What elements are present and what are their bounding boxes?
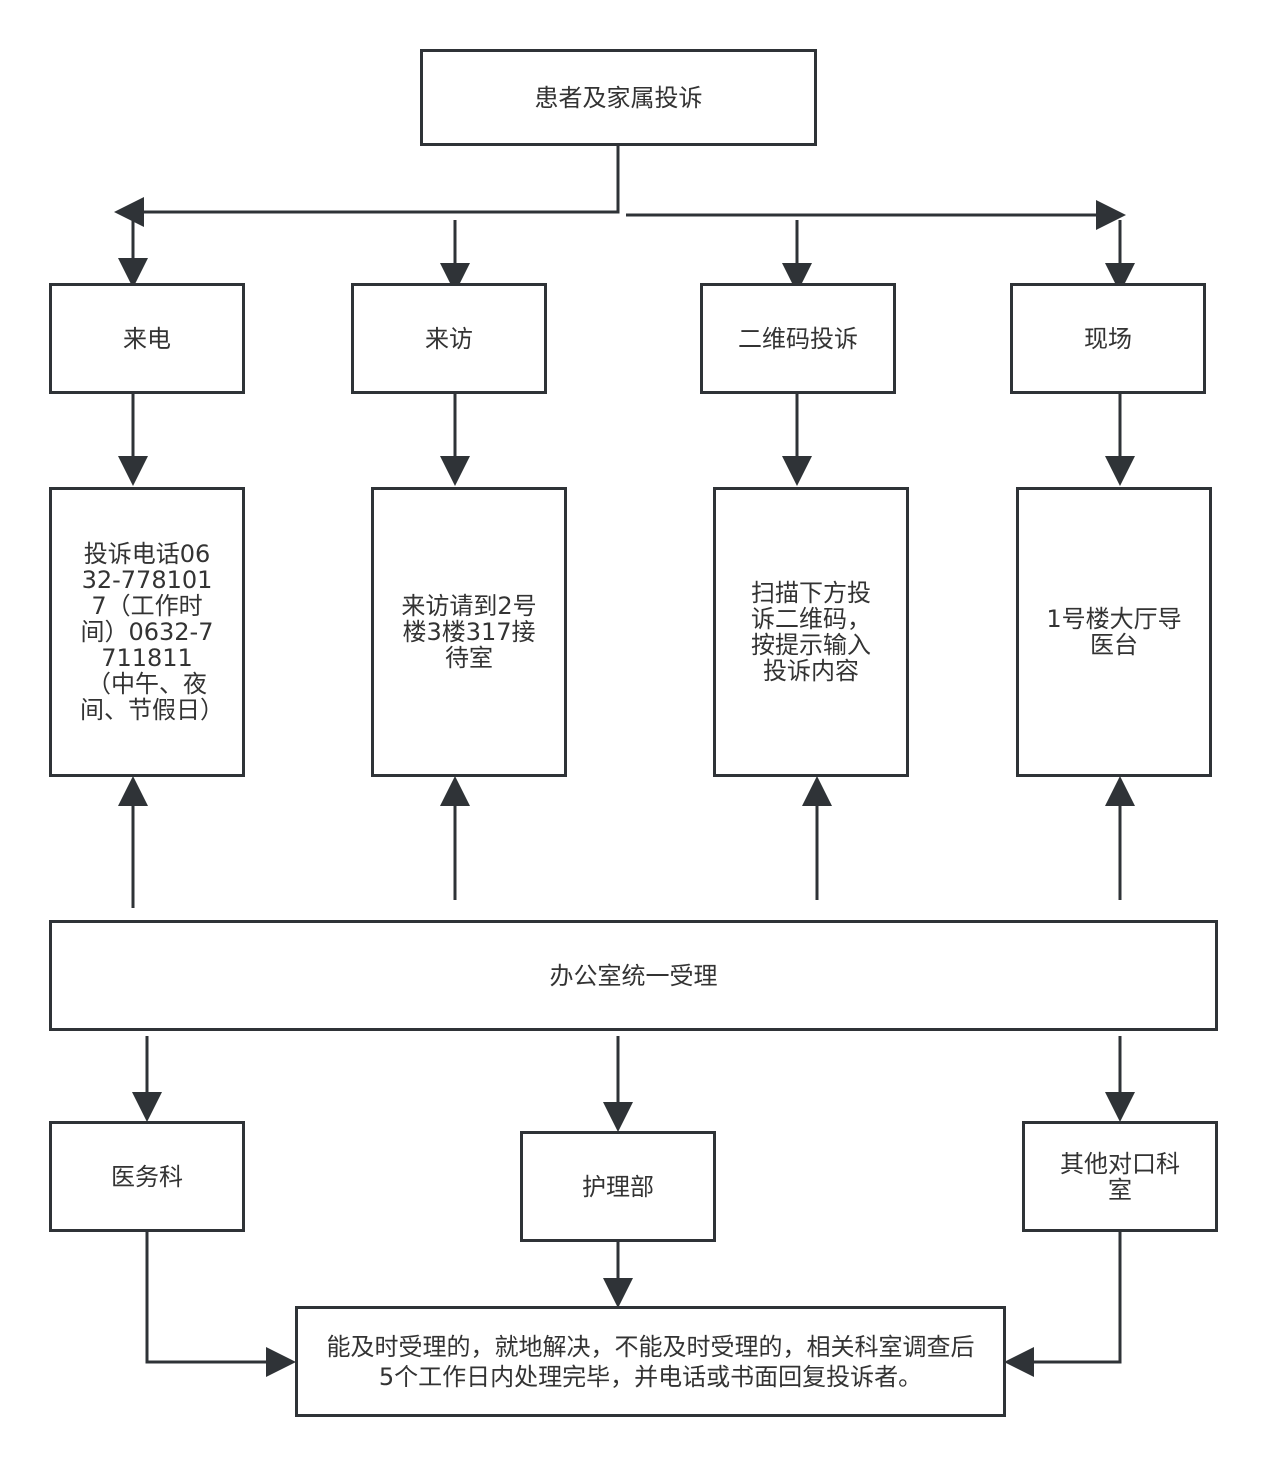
detail-text: 扫描下方投诉二维码，按提示输入投诉内容 (751, 579, 871, 685)
channel-box-phone: 来电 (49, 283, 245, 394)
outcome-text: 能及时受理的，就地解决，不能及时受理的，相关科室调查后5个工作日内处理完毕，并电… (326, 1332, 975, 1391)
dept-box-medical: 医务科 (49, 1121, 245, 1232)
channel-label: 来电 (123, 324, 171, 353)
dept-box-nursing: 护理部 (520, 1131, 716, 1242)
dept-label: 护理部 (582, 1172, 654, 1201)
detail-text: 1号楼大厅导医台 (1046, 605, 1182, 659)
channel-box-visit: 来访 (351, 283, 547, 394)
title-text: 患者及家属投诉 (534, 83, 703, 112)
detail-text: 投诉电话0632-7781017（工作时间）0632-7711811（中午、夜间… (80, 540, 224, 724)
channel-box-qrcode: 二维码投诉 (700, 283, 896, 394)
channel-label: 二维码投诉 (738, 324, 858, 353)
office-text: 办公室统一受理 (549, 961, 718, 990)
arrow-dept3-outcome (1004, 1231, 1122, 1377)
detail-box-qrcode: 扫描下方投诉二维码，按提示输入投诉内容 (713, 487, 909, 777)
detail-box-onsite: 1号楼大厅导医台 (1016, 487, 1212, 777)
channel-label: 来访 (425, 324, 473, 353)
arrow-dept1-outcome (145, 1231, 296, 1377)
outcome-box: 能及时受理的，就地解决，不能及时受理的，相关科室调查后5个工作日内处理完毕，并电… (295, 1306, 1006, 1417)
channel-label: 现场 (1084, 324, 1132, 353)
dept-label: 其他对口科室 (1060, 1149, 1180, 1204)
detail-box-visit: 来访请到2号楼3楼317接待室 (371, 487, 567, 777)
title-box: 患者及家属投诉 (420, 49, 817, 146)
office-box: 办公室统一受理 (49, 920, 1218, 1031)
dept-label: 医务科 (111, 1162, 183, 1191)
dept-box-other: 其他对口科室 (1022, 1121, 1218, 1232)
detail-box-phone: 投诉电话0632-7781017（工作时间）0632-7711811（中午、夜间… (49, 487, 245, 777)
detail-text: 来访请到2号楼3楼317接待室 (401, 592, 537, 672)
channel-box-onsite: 现场 (1010, 283, 1206, 394)
connector-title-left (114, 146, 620, 227)
